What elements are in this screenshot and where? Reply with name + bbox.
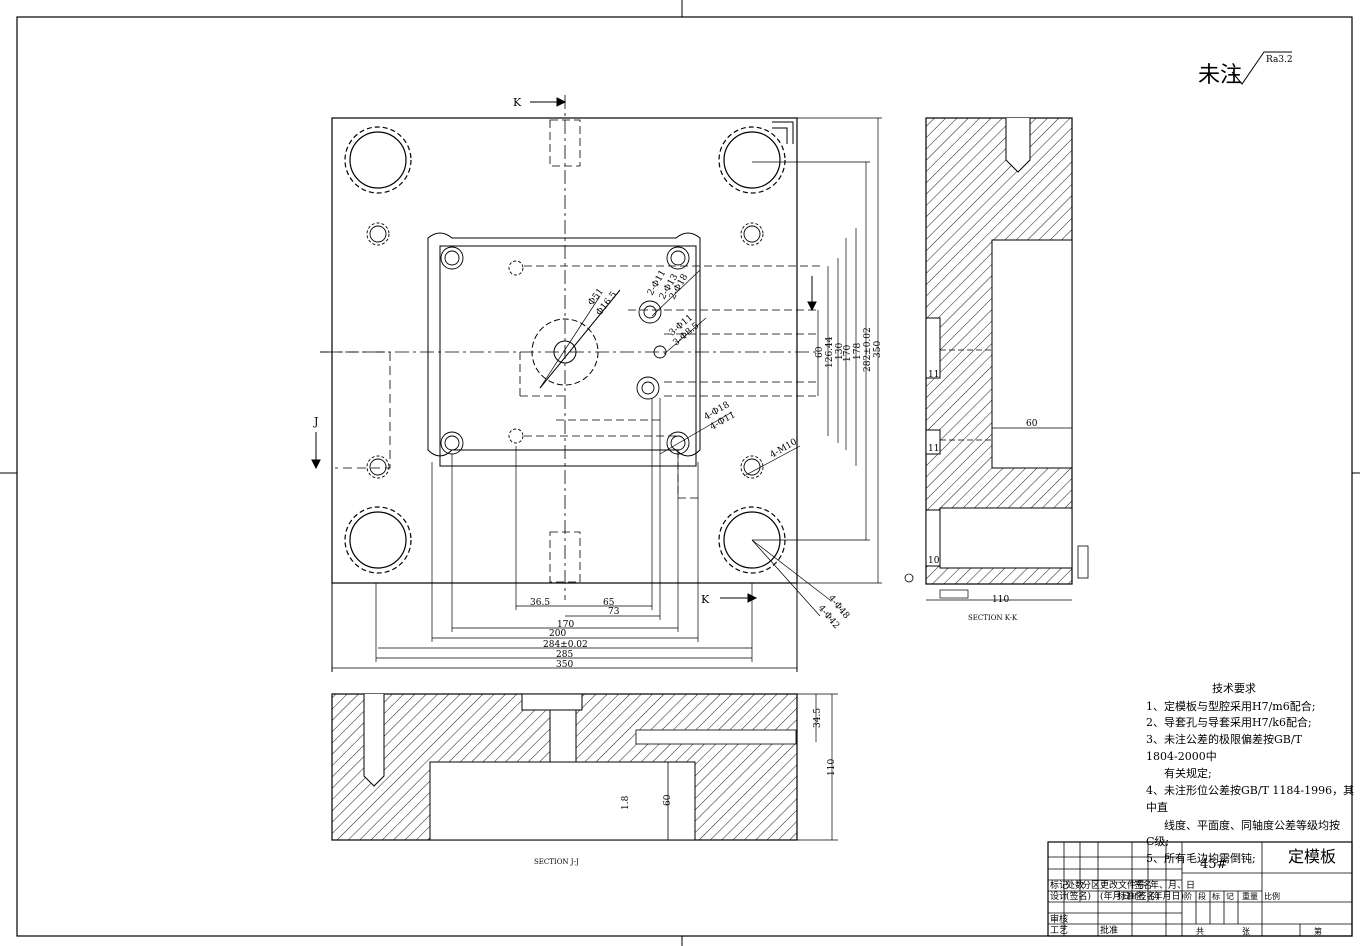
svg-text:126.44: 126.44	[825, 336, 835, 368]
svg-text:60: 60	[815, 346, 825, 358]
svg-text:张: 张	[1242, 927, 1250, 936]
tech-requirements: 技术要求 1、定模板与型腔采用H7/m6配合; 2、导套孔与导套采用H7/k6配…	[1146, 682, 1354, 865]
svg-text:170: 170	[843, 345, 853, 362]
section-kk-labels: 60 11 11 10 110 SECTION K-K	[928, 370, 1038, 622]
svg-text:年、月、日: 年、月、日	[1150, 879, 1195, 891]
section-k-arrows	[311, 97, 817, 603]
svg-text:284±0.02: 284±0.02	[543, 640, 588, 650]
svg-text:比例: 比例	[1264, 891, 1280, 901]
svg-text:共: 共	[1196, 927, 1204, 936]
svg-text:200: 200	[549, 629, 566, 639]
section-kk-view	[904, 117, 1089, 601]
threaded-holes	[366, 222, 764, 479]
svg-text:(年月日): (年月日)	[1150, 890, 1184, 902]
svg-text:36.5: 36.5	[530, 598, 550, 608]
svg-text:处数: 处数	[1066, 879, 1084, 891]
svg-text:重量: 重量	[1242, 891, 1258, 901]
svg-text:第: 第	[1314, 926, 1322, 936]
svg-text:段: 段	[1198, 891, 1206, 901]
svg-text:5、所有毛边均需倒钝;: 5、所有毛边均需倒钝;	[1146, 851, 1256, 865]
svg-text:60: 60	[1026, 419, 1038, 429]
svg-text:73: 73	[608, 607, 620, 617]
plan-bottom-dims	[332, 398, 797, 669]
svg-text:分区: 分区	[1082, 880, 1100, 891]
svg-text:(签名): (签名)	[1134, 890, 1159, 902]
svg-text:60: 60	[663, 794, 673, 806]
svg-text:282±0.02: 282±0.02	[863, 327, 873, 372]
svg-text:1.8: 1.8	[621, 795, 631, 810]
svg-text:SECTION K-K: SECTION K-K	[968, 614, 1018, 622]
svg-text:K: K	[701, 593, 710, 606]
svg-text:签名: 签名	[1134, 879, 1152, 891]
sprue-bush	[531, 289, 621, 389]
svg-text:标: 标	[1212, 891, 1220, 901]
svg-text:工艺: 工艺	[1050, 925, 1068, 936]
section-jj-view	[331, 693, 838, 841]
surface-roughness-note: 未注 Ra3.2	[1198, 51, 1293, 88]
svg-text:110: 110	[827, 759, 837, 776]
svg-text:170: 170	[557, 620, 574, 630]
svg-text:2、导套孔与导套采用H7/k6配合;: 2、导套孔与导套采用H7/k6配合;	[1146, 715, 1312, 729]
svg-text:11: 11	[928, 370, 939, 380]
title-block-text: 定模板 45# 标记 处数 分区 更改文件号 签名 年、月、日 设计 (签名) …	[1050, 847, 1336, 936]
svg-text:技术要求: 技术要求	[1212, 682, 1256, 695]
svg-text:350: 350	[873, 341, 883, 358]
svg-text:130: 130	[835, 343, 845, 360]
svg-text:110: 110	[992, 595, 1009, 605]
svg-text:线度、平面度、同轴度公差等级均按: 线度、平面度、同轴度公差等级均按	[1164, 818, 1340, 832]
svg-text:SECTION J-J: SECTION J-J	[534, 858, 579, 866]
section-jj-labels: 34.5 110 1.8 60 SECTION J-J	[534, 708, 837, 866]
svg-text:批准: 批准	[1100, 924, 1118, 936]
svg-text:记: 记	[1226, 892, 1234, 901]
svg-text:更改文件号: 更改文件号	[1100, 879, 1145, 891]
svg-text:178: 178	[853, 343, 863, 360]
svg-text:设计: 设计	[1050, 890, 1068, 902]
svg-text:(年月日): (年月日)	[1100, 890, 1134, 902]
svg-text:4、未注形位公差按GB/T 1184-1996，其: 4、未注形位公差按GB/T 1184-1996，其	[1146, 783, 1354, 797]
svg-text:34.5: 34.5	[813, 708, 823, 728]
svg-text:标准化: 标准化	[1117, 890, 1144, 902]
svg-text:65: 65	[603, 598, 615, 608]
svg-text:Ra3.2: Ra3.2	[1266, 55, 1293, 65]
svg-text:1804-2000中: 1804-2000中	[1146, 750, 1217, 763]
svg-text:350: 350	[556, 660, 573, 670]
svg-text:标记: 标记	[1050, 879, 1068, 891]
svg-text:(签名): (签名)	[1066, 890, 1091, 902]
svg-text:10: 10	[928, 556, 940, 566]
svg-text:阶: 阶	[1184, 891, 1192, 901]
svg-text:285: 285	[556, 650, 573, 660]
svg-text:J: J	[313, 415, 318, 428]
svg-text:1、定模板与型腔采用H7/m6配合;: 1、定模板与型腔采用H7/m6配合;	[1146, 699, 1315, 713]
title-block	[1047, 841, 1353, 937]
plan-right-dims	[752, 117, 882, 584]
plan-view	[311, 95, 882, 672]
svg-text:定模板: 定模板	[1288, 847, 1336, 866]
svg-text:11: 11	[928, 444, 939, 454]
svg-text:中直: 中直	[1146, 800, 1168, 814]
svg-text:有关规定;: 有关规定;	[1164, 766, 1212, 780]
svg-text:审核: 审核	[1050, 913, 1068, 925]
svg-text:K: K	[513, 96, 522, 109]
svg-text:3、未注公差的极限偏差按GB/T: 3、未注公差的极限偏差按GB/T	[1146, 732, 1303, 746]
svg-text:45#: 45#	[1200, 857, 1227, 872]
